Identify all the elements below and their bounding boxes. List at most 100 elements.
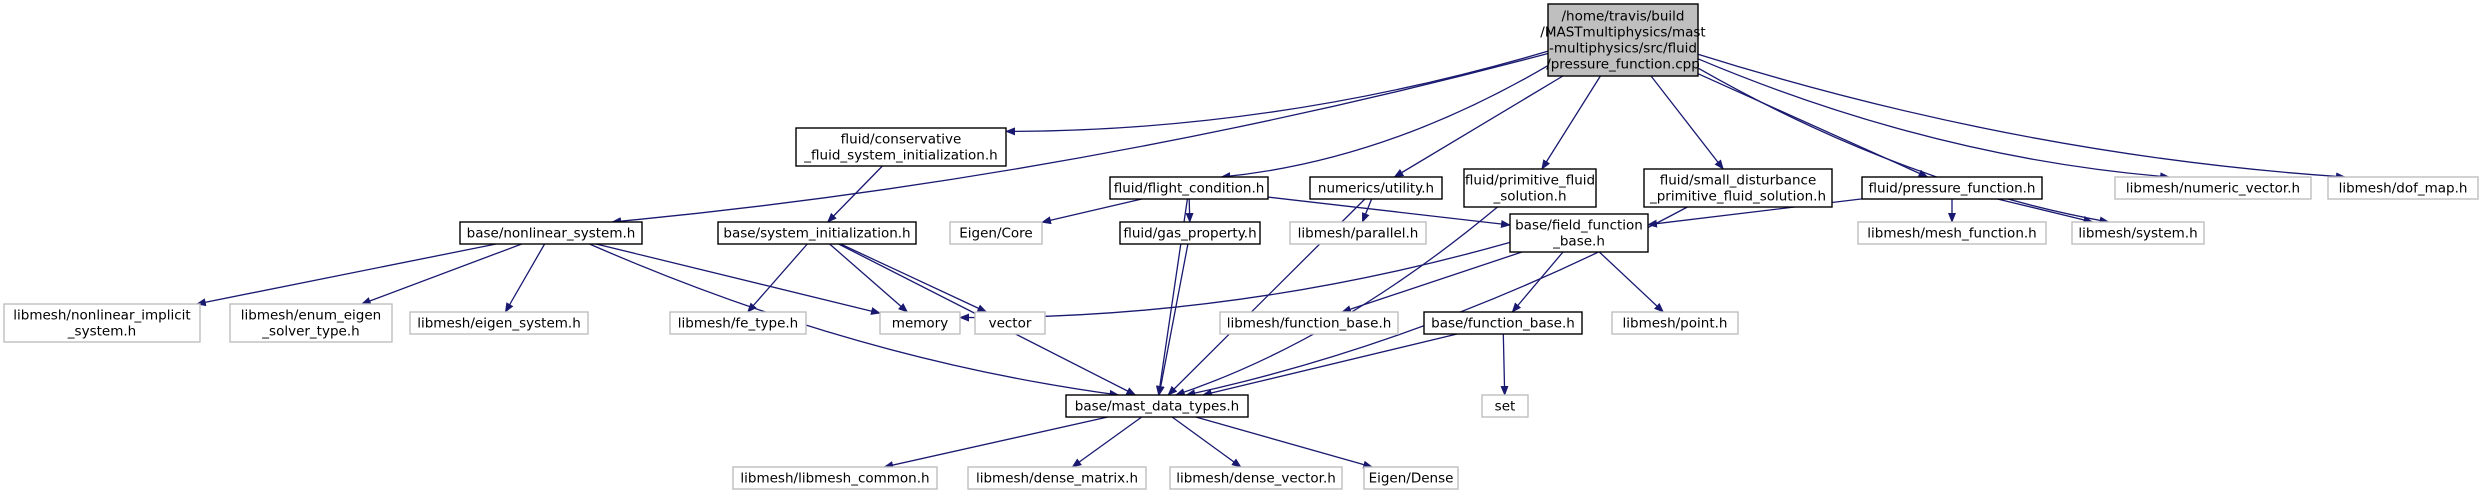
node-root[interactable]: /home/travis/build/MASTmultiphysics/mast…	[1540, 3, 1706, 77]
node-label: libmesh/nonlinear_implicit	[13, 308, 190, 324]
node-eigen-system: libmesh/eigen_system.h	[409, 311, 589, 335]
node-box	[3, 303, 201, 343]
node-system-init[interactable]: base/system_initialization.h	[717, 221, 917, 245]
node-function-base[interactable]: base/function_base.h	[1423, 311, 1583, 335]
node-system: libmesh/system.h	[2071, 221, 2205, 245]
node-label: set	[1495, 399, 1516, 415]
edge-field_function_base-to-function_base_lm	[1341, 251, 1523, 313]
edge-flight_condition-to-eigen_core	[1041, 198, 1142, 225]
node-box	[1463, 168, 1597, 208]
edge-mast_data_types-to-libmesh_common	[883, 416, 1108, 469]
node-gas-property[interactable]: fluid/gas_property.h	[1119, 221, 1261, 245]
node-vector: vector	[974, 311, 1046, 335]
node-label: libmesh/dof_map.h	[2339, 181, 2468, 197]
edge-field_function_base-to-memory	[959, 241, 1511, 322]
node-box	[669, 311, 807, 335]
node-dof-map: libmesh/dof_map.h	[2327, 176, 2479, 200]
node-label: _base.h	[1552, 234, 1605, 250]
node-nonlinear-system[interactable]: base/nonlinear_system.h	[459, 221, 643, 245]
edge-field_function_base-to-point	[1598, 251, 1665, 313]
node-box	[1481, 394, 1529, 418]
node-box	[1219, 311, 1399, 335]
edge-root-to-system	[1697, 67, 2110, 225]
node-box	[879, 311, 961, 335]
node-mesh-function: libmesh/mesh_function.h	[1857, 221, 2047, 245]
node-label: base/function_base.h	[1431, 316, 1575, 332]
node-box	[717, 221, 917, 245]
edge-gas_property-to-mast_data_types	[1156, 243, 1189, 396]
node-dense-matrix: libmesh/dense_matrix.h	[967, 466, 1147, 490]
node-box	[409, 311, 589, 335]
node-box	[459, 221, 643, 245]
node-label: _primitive_fluid_solution.h	[1649, 189, 1826, 205]
edge-pressure_function-to-system	[1997, 198, 2094, 224]
node-mast-data-types[interactable]: base/mast_data_types.h	[1065, 394, 1249, 418]
node-box	[1611, 311, 1739, 335]
node-small-disturbance[interactable]: fluid/small_disturbance_primitive_fluid_…	[1643, 168, 1833, 208]
node-parallel: libmesh/parallel.h	[1289, 221, 1427, 245]
edge-root-to-flight_condition	[1220, 65, 1549, 181]
node-label: /pressure_function.cpp	[1546, 57, 1700, 73]
node-box	[1857, 221, 2047, 245]
node-label: base/mast_data_types.h	[1075, 399, 1239, 415]
node-flight-condition[interactable]: fluid/flight_condition.h	[1109, 176, 1269, 200]
edge-numerics_utility-to-parallel	[1361, 198, 1373, 223]
node-label: base/field_function	[1515, 218, 1643, 234]
edge-function_base-to-mast_data_types	[1201, 333, 1458, 397]
node-box	[1065, 394, 1249, 418]
node-dense-vector: libmesh/dense_vector.h	[1169, 466, 1343, 490]
node-conservative-init[interactable]: fluid/conservative_fluid_system_initiali…	[795, 127, 1007, 167]
node-field-function-base[interactable]: base/field_function_base.h	[1509, 213, 1649, 253]
node-label: libmesh/enum_eigen	[241, 308, 381, 324]
node-label: /home/travis/build	[1561, 9, 1684, 25]
edge-nonlinear_system-to-eigen_system	[504, 243, 546, 313]
node-point: libmesh/point.h	[1611, 311, 1739, 335]
node-label: /MASTmultiphysics/mast	[1540, 25, 1705, 41]
node-box	[1309, 176, 1443, 200]
node-box	[2327, 176, 2479, 200]
node-label: libmesh/system.h	[2078, 226, 2197, 242]
node-label: libmesh/function_base.h	[1227, 316, 1392, 332]
node-primitive-fluid[interactable]: fluid/primitive_fluid_solution.h	[1463, 168, 1597, 208]
nodes-layer: /home/travis/build/MASTmultiphysics/mast…	[3, 3, 2479, 490]
node-label: fluid/small_disturbance	[1660, 173, 1817, 189]
node-label: _solver_type.h	[261, 324, 359, 340]
edge-mast_data_types-to-dense_matrix	[1071, 416, 1143, 468]
node-box	[967, 466, 1147, 490]
edge-conservative_init-to-system_init	[827, 165, 883, 223]
node-box	[1289, 221, 1427, 245]
node-pressure-function[interactable]: fluid/pressure_function.h	[1861, 176, 2043, 200]
node-label: libmesh/point.h	[1623, 316, 1728, 332]
node-label: numerics/utility.h	[1318, 181, 1434, 197]
node-function-base-lm: libmesh/function_base.h	[1219, 311, 1399, 335]
node-label: _system.h	[67, 324, 136, 340]
node-box	[1861, 176, 2043, 200]
edge-field_function_base-to-function_base	[1511, 251, 1564, 313]
node-nonlinear-implicit: libmesh/nonlinear_implicit_system.h	[3, 303, 201, 343]
node-label: libmesh/parallel.h	[1298, 226, 1419, 242]
node-numerics-utility[interactable]: numerics/utility.h	[1309, 176, 1443, 200]
node-eigen-dense: Eigen/Dense	[1363, 466, 1459, 490]
node-box	[1109, 176, 1269, 200]
node-label: fluid/primitive_fluid	[1465, 173, 1595, 189]
node-label: vector	[989, 316, 1032, 332]
edge-function_base-to-set	[1500, 333, 1509, 396]
node-label: -multiphysics/src/fluid	[1549, 41, 1697, 57]
edge-root-to-numeric_vector	[1697, 58, 2171, 181]
edge-system_init-to-memory	[829, 243, 909, 313]
node-label: fluid/gas_property.h	[1123, 226, 1256, 242]
node-label: _fluid_system_initialization.h	[803, 148, 997, 164]
edge-nonlinear_system-to-mast_data_types	[589, 243, 1120, 398]
edge-system_init-to-vector	[840, 243, 988, 313]
node-label: libmesh/dense_vector.h	[1176, 471, 1336, 487]
edge-root-to-pressure_function	[1697, 73, 1929, 178]
node-box	[1363, 466, 1459, 490]
node-box	[1643, 168, 1833, 208]
edge-mast_data_types-to-eigen_dense	[1195, 416, 1374, 469]
node-box	[229, 303, 393, 343]
node-numeric-vector: libmesh/numeric_vector.h	[2114, 176, 2312, 200]
node-memory: memory	[879, 311, 961, 335]
node-box	[949, 221, 1043, 245]
node-box	[1169, 466, 1343, 490]
